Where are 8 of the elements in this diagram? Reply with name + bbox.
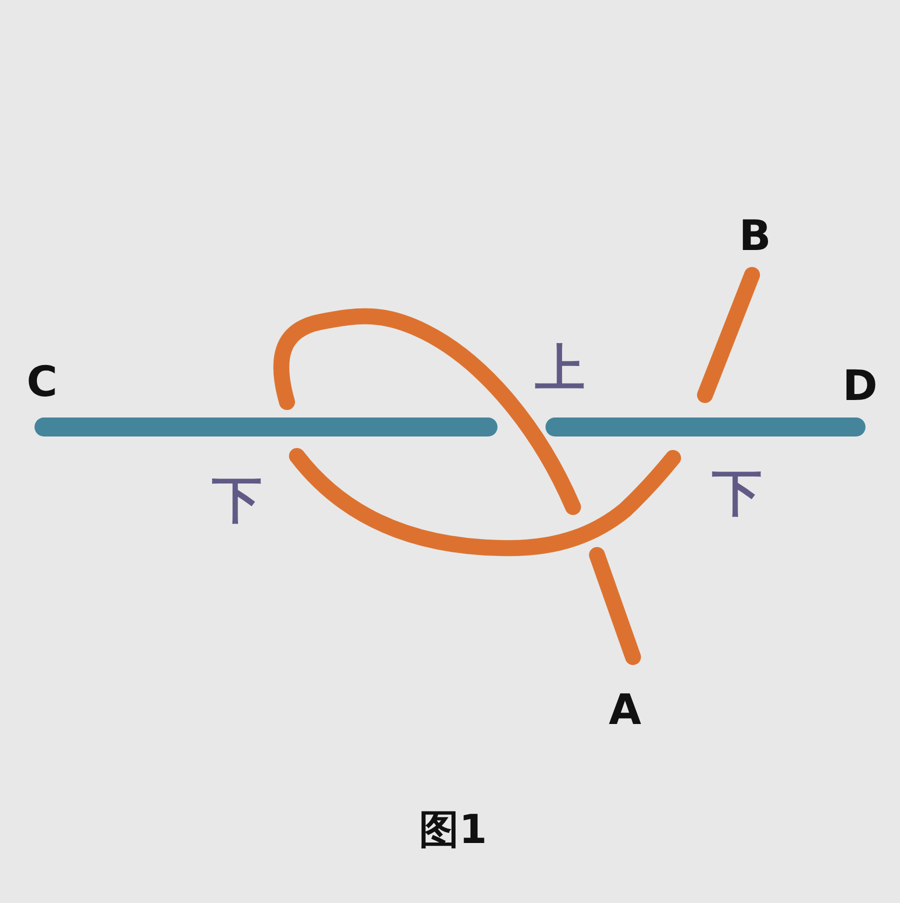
side-label: 下 bbox=[712, 468, 762, 518]
end-label: A bbox=[608, 689, 642, 731]
side-label: 上 bbox=[535, 343, 585, 393]
end-label: D bbox=[842, 365, 878, 407]
end-label: B bbox=[739, 215, 771, 257]
figure-caption: 图1 bbox=[419, 810, 487, 850]
end-label: C bbox=[26, 361, 58, 403]
side-label: 下 bbox=[212, 475, 262, 525]
